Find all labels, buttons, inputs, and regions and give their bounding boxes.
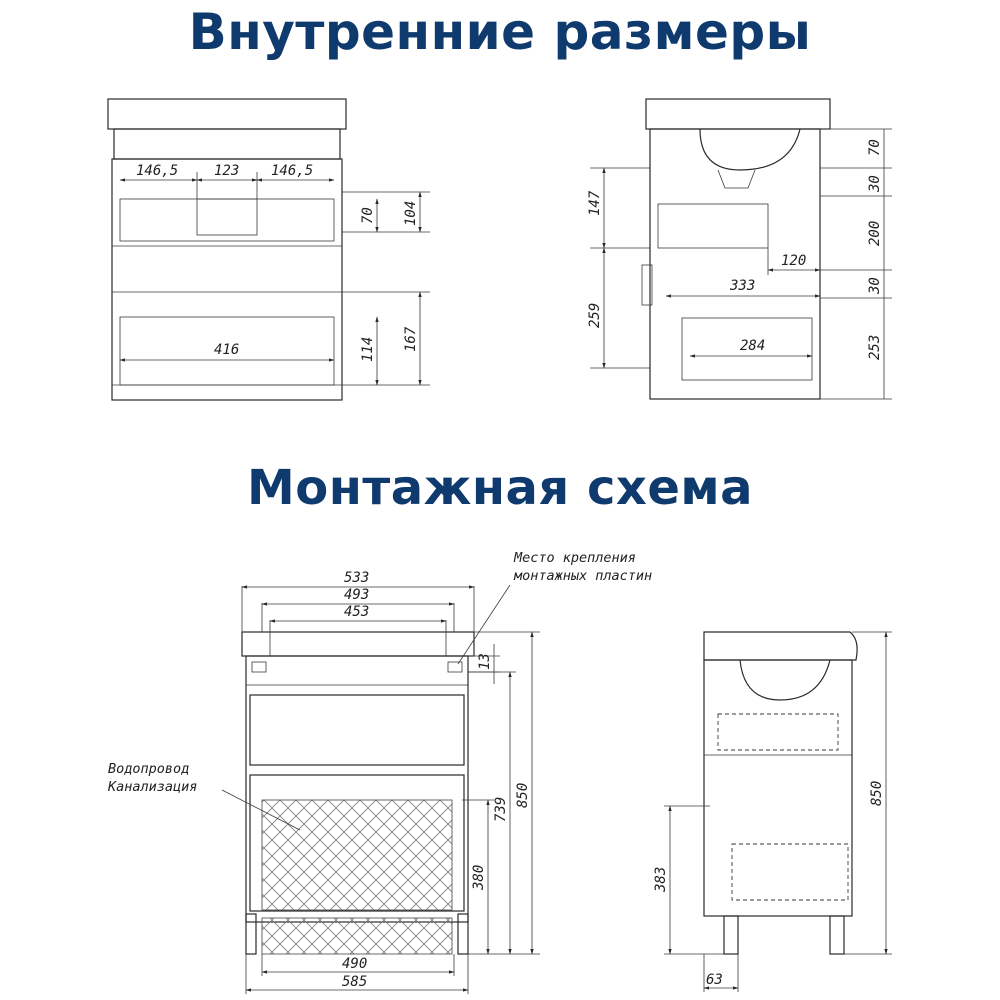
dim-114: 114 (360, 337, 376, 362)
mount-upper-drawer (249, 694, 465, 766)
upper-drawer-side (657, 203, 769, 249)
dim-146-5-left: 146,5 (136, 163, 178, 179)
wall-bracket (641, 264, 653, 306)
dim-120: 120 (781, 253, 806, 269)
dim-739: 739 (493, 797, 509, 822)
mount-plate-left (251, 661, 267, 673)
dim-416: 416 (214, 342, 239, 358)
side-lower-drawer-dash (731, 843, 849, 901)
dim-333: 333 (729, 278, 755, 294)
label-water-supply: Водопровод (108, 761, 189, 777)
mount-plate-right (447, 661, 463, 673)
mount-countertop (241, 631, 475, 657)
side-inner-view: 147 259 120 333 284 70 30 200 30 253 (587, 98, 892, 400)
dim-490: 490 (342, 956, 367, 972)
note-mounting-place: Место крепления (513, 550, 636, 566)
dim-585: 585 (342, 974, 367, 990)
dim-30-mid: 30 (867, 277, 883, 295)
dim-850-side: 850 (869, 781, 885, 806)
dim-13: 13 (477, 653, 493, 670)
side-upper-drawer-dash (717, 713, 839, 751)
countertop-outline (107, 98, 347, 130)
dim-284: 284 (740, 338, 765, 354)
front-mount-view: 533 493 453 Место крепления монтажных пл… (107, 550, 652, 994)
countertop-side-outline (645, 98, 831, 130)
side-countertop (703, 631, 858, 661)
side-back-leg (829, 915, 845, 955)
side-basin (739, 659, 831, 701)
basin-side-outline (699, 128, 801, 171)
note-mounting-plates: монтажных пластин (513, 568, 652, 584)
dim-70-side: 70 (867, 139, 883, 156)
dim-30-top: 30 (867, 175, 883, 193)
dim-453: 453 (344, 604, 369, 620)
dim-533: 533 (344, 570, 369, 586)
dim-123: 123 (214, 163, 239, 179)
mount-lower-drawer (249, 774, 465, 912)
cabinet-side-outline (649, 128, 821, 400)
plinth-hatch (261, 917, 453, 955)
side-cabinet (703, 659, 853, 917)
dim-146-5-right: 146,5 (271, 163, 313, 179)
pipe-zone-hatch (261, 799, 453, 911)
dim-383: 383 (653, 867, 669, 893)
dim-850: 850 (515, 783, 531, 808)
siphon-cutout (196, 198, 258, 236)
mounting-scheme-title: Монтажная схема (246, 460, 754, 516)
side-front-leg (723, 915, 739, 955)
dim-200: 200 (867, 221, 883, 246)
dim-167: 167 (403, 326, 419, 352)
front-inner-view: 146,5 123 146,5 70 104 114 167 416 (107, 98, 430, 401)
dim-70: 70 (360, 207, 376, 224)
dim-63: 63 (706, 972, 723, 988)
lower-drawer-side (681, 317, 813, 381)
dim-259: 259 (587, 303, 603, 328)
cabinet-outline (111, 158, 343, 401)
inner-dimensions-title: Внутренние размеры (188, 3, 812, 61)
dim-253: 253 (867, 335, 883, 360)
dim-147: 147 (587, 190, 603, 216)
dim-104: 104 (403, 201, 419, 226)
sink-bowl-outline (113, 128, 341, 160)
dim-493: 493 (344, 587, 369, 603)
left-leg (245, 913, 257, 955)
dim-380: 380 (471, 865, 487, 891)
side-mount-view: 850 383 63 (653, 631, 892, 992)
right-leg (457, 913, 469, 955)
label-sewer: Канализация (107, 779, 197, 795)
